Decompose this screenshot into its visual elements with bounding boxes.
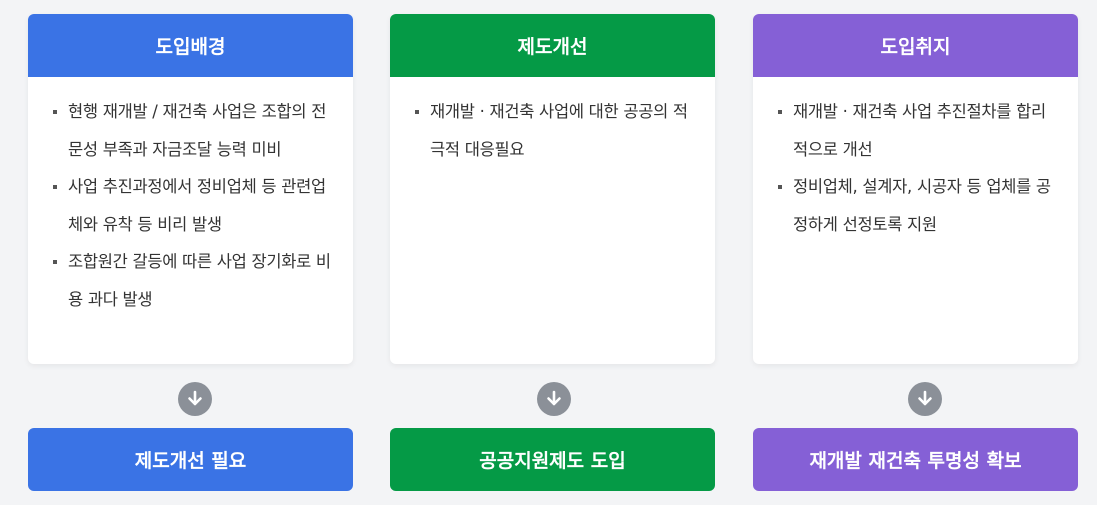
bullet-item: 사업 추진과정에서 정비업체 등 관련업체와 유착 등 비리 발생: [52, 168, 333, 243]
column-background: 도입배경 현행 재개발 / 재건축 사업은 조합의 전문성 부족과 자금조달 능…: [28, 14, 353, 364]
card-title: 도입배경: [28, 14, 353, 77]
bullet-list: 재개발 · 재건축 사업에 대한 공공의 적극적 대응필요: [414, 93, 695, 168]
card-body: 재개발 · 재건축 사업에 대한 공공의 적극적 대응필요: [390, 77, 715, 168]
card-purpose: 도입취지 재개발 · 재건축 사업 추진절차를 합리적으로 개선 정비업체, 설…: [753, 14, 1078, 364]
bullet-item: 재개발 · 재건축 사업 추진절차를 합리적으로 개선: [777, 93, 1058, 168]
card-background: 도입배경 현행 재개발 / 재건축 사업은 조합의 전문성 부족과 자금조달 능…: [28, 14, 353, 364]
column-improvement: 제도개선 재개발 · 재건축 사업에 대한 공공의 적극적 대응필요: [390, 14, 715, 364]
result-box: 재개발 재건축 투명성 확보: [753, 428, 1078, 491]
bullet-item: 정비업체, 설계자, 시공자 등 업체를 공정하게 선정토록 지원: [777, 168, 1058, 243]
result-box: 제도개선 필요: [28, 428, 353, 491]
bullet-item: 현행 재개발 / 재건축 사업은 조합의 전문성 부족과 자금조달 능력 미비: [52, 93, 333, 168]
bullet-item: 조합원간 갈등에 따른 사업 장기화로 비용 과다 발생: [52, 243, 333, 318]
card-title: 도입취지: [753, 14, 1078, 77]
card-title: 제도개선: [390, 14, 715, 77]
arrow-down-circle-icon: [908, 382, 942, 416]
bullet-list: 재개발 · 재건축 사업 추진절차를 합리적으로 개선 정비업체, 설계자, 시…: [777, 93, 1058, 243]
card-body: 재개발 · 재건축 사업 추진절차를 합리적으로 개선 정비업체, 설계자, 시…: [753, 77, 1078, 243]
arrow-down-circle-icon: [178, 382, 212, 416]
bullet-item: 재개발 · 재건축 사업에 대한 공공의 적극적 대응필요: [414, 93, 695, 168]
card-body: 현행 재개발 / 재건축 사업은 조합의 전문성 부족과 자금조달 능력 미비 …: [28, 77, 353, 318]
card-improvement: 제도개선 재개발 · 재건축 사업에 대한 공공의 적극적 대응필요: [390, 14, 715, 364]
column-purpose: 도입취지 재개발 · 재건축 사업 추진절차를 합리적으로 개선 정비업체, 설…: [753, 14, 1078, 364]
result-box: 공공지원제도 도입: [390, 428, 715, 491]
arrow-down-circle-icon: [537, 382, 571, 416]
bullet-list: 현행 재개발 / 재건축 사업은 조합의 전문성 부족과 자금조달 능력 미비 …: [52, 93, 333, 318]
